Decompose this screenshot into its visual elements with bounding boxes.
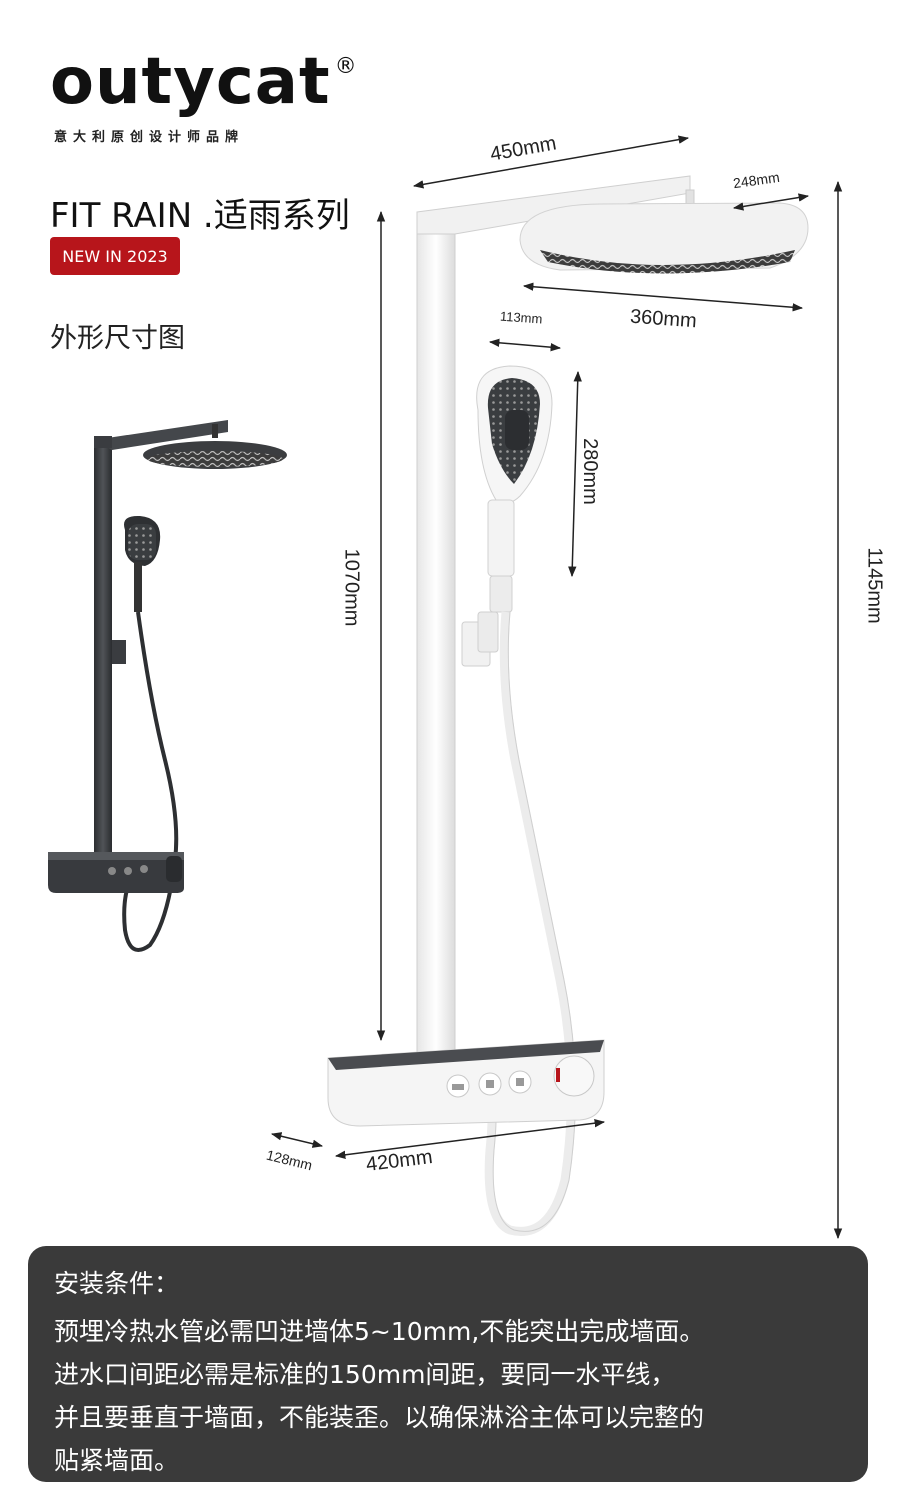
series-title: FIT RAIN .适雨系列: [50, 196, 350, 236]
dim-column-height: 1070mm: [340, 548, 363, 627]
installation-line: 贴紧墙面。: [54, 1446, 180, 1475]
installation-line: 并且要垂直于墙面，不能装歪。以确保淋浴主体可以完整的: [54, 1403, 705, 1432]
dim-total-height: 1145mm: [863, 547, 886, 624]
registered-mark: ®: [334, 54, 358, 79]
dark-shower-illustration: [48, 420, 287, 952]
brand-logo: outycat®: [50, 50, 358, 114]
installation-info-box: 安装条件： 预埋冷热水管必需凹进墙体5~10mm,不能突出完成墙面。 进水口间距…: [28, 1246, 868, 1482]
dimension-lines: [270, 135, 843, 1240]
installation-line: 预埋冷热水管必需凹进墙体5~10mm,不能突出完成墙面。: [54, 1317, 705, 1346]
brand-logo-text: outycat: [50, 45, 331, 119]
installation-title: 安装条件：: [54, 1269, 180, 1298]
brand-tagline: 意大利原创设计师品牌: [54, 130, 245, 145]
dim-hand-width: 113mm: [499, 308, 543, 327]
white-shower-illustration: [327, 175, 809, 1236]
section-heading: 外形尺寸图: [50, 323, 185, 354]
dim-hand-length: 280mm: [578, 438, 601, 505]
new-badge: NEW IN 2023: [50, 237, 180, 275]
dim-head-width: 360mm: [629, 305, 698, 333]
installation-line: 进水口间距必需是标准的150mm间距，要同一水平线，: [54, 1360, 676, 1389]
